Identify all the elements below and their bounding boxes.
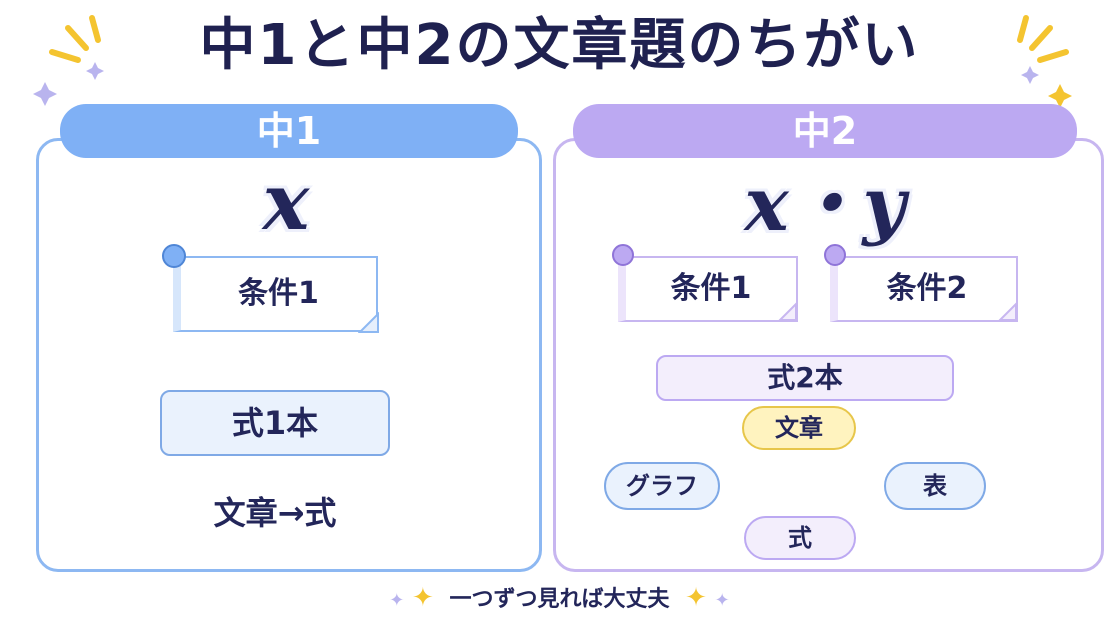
right-condition-label-2: 条件2 (886, 271, 968, 306)
cycle-node-equation: 式 (744, 516, 856, 560)
right-variable: x・y (744, 162, 906, 248)
star-icon: ✦ (685, 583, 707, 613)
page-curl-icon (358, 312, 379, 333)
sparkle-icon (1048, 84, 1072, 108)
right-condition-note-2: 条件2 (830, 256, 1018, 322)
left-equation-box: 式1本 (160, 390, 390, 456)
footer-text: 一つずつ見れば大丈夫 (449, 587, 670, 612)
page-title: 中1と中2の文章題のちがい (199, 13, 920, 78)
page-curl-icon (998, 302, 1017, 321)
title-sparkle-left-icon (49, 15, 101, 63)
star-icon: ✦ (412, 583, 434, 613)
sparkle-icon (1021, 66, 1039, 84)
right-equation-box: 式2本 (656, 355, 954, 401)
cycle-node-text: 文章 (742, 406, 856, 450)
left-arrow-label: 文章→式 (213, 494, 337, 532)
left-variable: x (262, 157, 310, 248)
page-curl-icon (778, 302, 797, 321)
cycle-node-graph: グラフ (604, 462, 720, 510)
sparkle-icon (33, 82, 57, 106)
sparkle-icon: ✦ (714, 590, 730, 611)
left-condition-label: 条件1 (238, 276, 319, 311)
cycle-node-table: 表 (884, 462, 986, 510)
sparkle-icon (86, 62, 104, 80)
footer-message: ✦ ✦ 一つずつ見れば大丈夫 ✦ ✦ (0, 580, 1119, 619)
pin-icon (612, 244, 634, 266)
right-panel-header: 中2 (573, 104, 1077, 158)
pin-icon (824, 244, 846, 266)
pin-icon (162, 244, 186, 268)
title-sparkle-right-icon (1017, 15, 1069, 63)
left-panel (36, 138, 542, 572)
right-condition-label-1: 条件1 (670, 271, 752, 306)
left-panel-header: 中1 (60, 104, 518, 158)
sparkle-icon: ✦ (389, 590, 405, 611)
left-condition-note: 条件1 (173, 256, 378, 332)
right-condition-note-1: 条件1 (618, 256, 798, 322)
